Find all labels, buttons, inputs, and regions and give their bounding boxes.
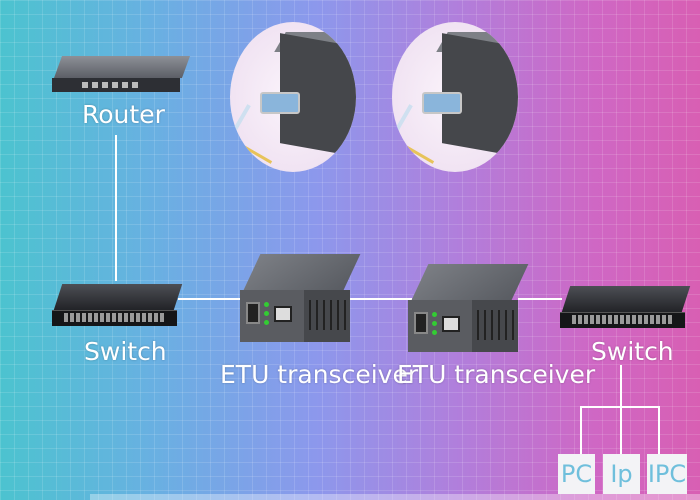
switch-right-label: Switch [591, 337, 674, 366]
router-device [52, 56, 191, 96]
endpoint-pc: PC [558, 454, 595, 494]
tree-branch-pc [580, 406, 582, 454]
bottom-strip [90, 494, 700, 500]
switch-left-label: Switch [84, 337, 167, 366]
switch-right-device [560, 286, 691, 336]
endpoint-ipc: IPC [647, 454, 687, 494]
etu-left-label: ETU transceiver [220, 360, 419, 389]
endpoint-ip: Ip [603, 454, 640, 494]
sfp-closeup-right [392, 22, 518, 172]
link-switch-tree [620, 365, 622, 407]
tree-branch-ip [620, 406, 622, 454]
link-router-switch [115, 135, 117, 281]
etu-right-label: ETU transceiver [397, 360, 596, 389]
link-etu-etu [350, 298, 412, 300]
tree-branch-ipc [658, 406, 660, 454]
switch-left-device [52, 284, 183, 334]
link-switch-etu [178, 298, 244, 300]
router-label: Router [82, 100, 165, 129]
etu-right-device [408, 264, 529, 354]
etu-left-device [240, 254, 361, 344]
sfp-closeup-left [230, 22, 356, 172]
link-etu-switch [518, 298, 562, 300]
